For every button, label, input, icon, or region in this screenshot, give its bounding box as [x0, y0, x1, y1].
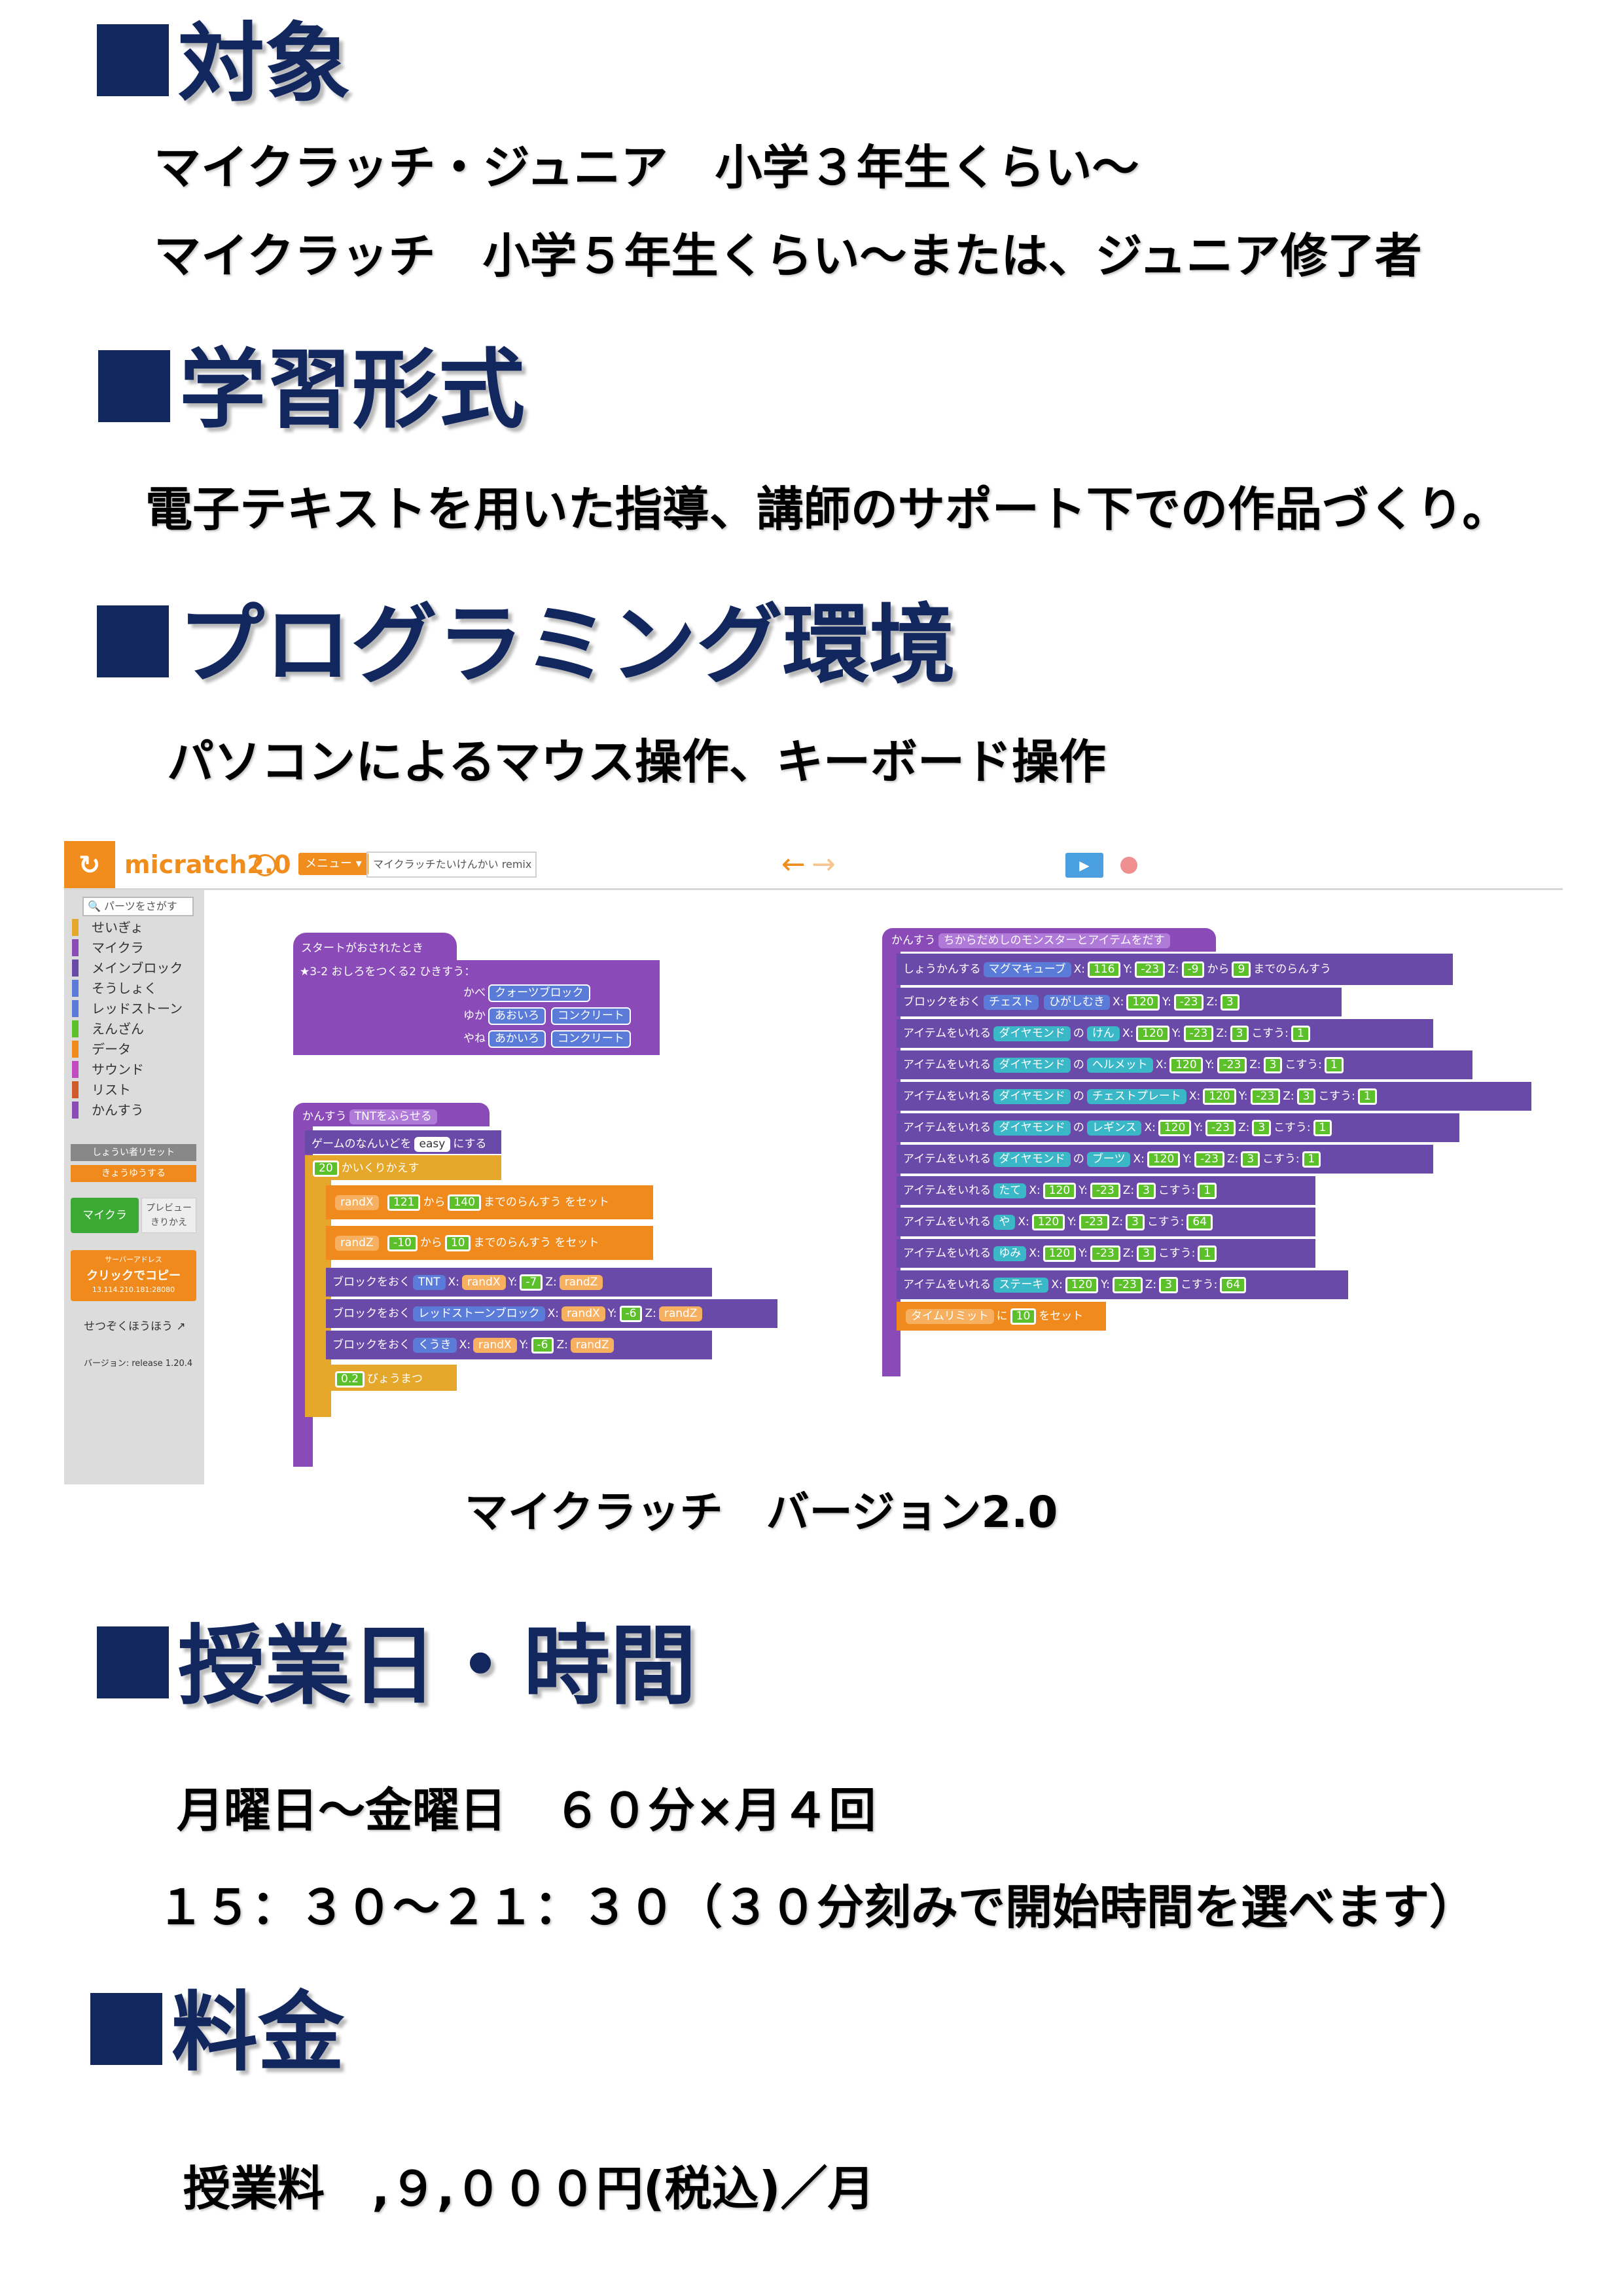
category-item[interactable]: せいぎょ: [72, 918, 143, 937]
category-color-swatch: [72, 1041, 79, 1058]
logo-icon: ↻: [64, 841, 115, 888]
target-line-2: マイクラッチ 小学５年生くらい〜または、ジュニア修了者: [154, 228, 1422, 283]
heading-target: 対象: [97, 21, 351, 107]
fee-line-1: 授業料 ,９,０００円(税込)／月: [183, 2161, 875, 2216]
category-color-swatch: [72, 1102, 79, 1119]
category-item[interactable]: そうしょく: [72, 978, 157, 998]
schedule-line-2: １５：３０〜２１：３０（３０分刻みで開始時間を選べます）: [157, 1880, 1477, 1935]
category-item[interactable]: レッドストーン: [72, 999, 183, 1018]
category-color-swatch: [72, 1020, 79, 1037]
script1-line1: ★3-2 おしろをつくる2 ひきすう：: [300, 965, 476, 978]
heading-fee: 料金: [90, 1990, 344, 2076]
screenshot-caption: マイクラッチ バージョン2.0: [465, 1487, 1058, 1537]
stop-button[interactable]: [1120, 857, 1137, 874]
category-item[interactable]: データ: [72, 1039, 131, 1059]
square-bullet-icon: [97, 24, 169, 96]
category-color-swatch: [72, 980, 79, 997]
heading-schedule: 授業日・時間: [97, 1623, 696, 1710]
category-color-swatch: [72, 919, 79, 936]
redo-icon[interactable]: →: [812, 848, 836, 881]
heading-schedule-text: 授業日・時間: [178, 1616, 696, 1717]
heading-learning: 学習形式: [98, 347, 525, 433]
menu-button[interactable]: メニュー ▾: [298, 853, 368, 875]
play-button[interactable]: ▶: [1065, 853, 1103, 878]
learning-line-1: 電子テキストを用いた指導、講師のサポート下での作品づくり。: [145, 482, 1510, 537]
heading-env-text: プログラミング環境: [178, 595, 955, 696]
category-item[interactable]: リスト: [72, 1080, 131, 1100]
hat-block-label: スタートがおされたとき: [301, 942, 423, 955]
category-item[interactable]: かんすう: [72, 1100, 144, 1120]
square-bullet-icon: [97, 605, 169, 677]
target-line-1: マイクラッチ・ジュニア 小学３年生くらい〜: [154, 140, 1139, 195]
script1-row: ゆかあおいろコンクリート: [463, 1007, 653, 1025]
version-text: バージョン: release 1.20.4: [84, 1359, 193, 1369]
external-link-icon: ↗: [176, 1320, 186, 1333]
hat-block[interactable]: [293, 933, 457, 961]
connection-help-link[interactable]: せつぞくほうほう ↗: [84, 1320, 186, 1333]
category-color-swatch: [72, 1081, 79, 1098]
category-color-swatch: [72, 960, 79, 977]
reset-button[interactable]: しょうい者リセット: [71, 1144, 196, 1161]
schedule-line-1: 月曜日〜金曜日 ６０分×月４回: [177, 1783, 876, 1838]
category-color-swatch: [72, 1000, 79, 1017]
square-bullet-icon: [97, 1626, 169, 1698]
minecraft-button[interactable]: マイクラ: [71, 1198, 139, 1233]
function-hat-block-2[interactable]: かんすうちからだめしのモンスターとアイテムをだす: [882, 928, 1216, 952]
server-address: 13.114.210.181:28080: [92, 1285, 175, 1294]
heading-fee-text: 料金: [171, 1982, 344, 2083]
script1-body[interactable]: ★3-2 おしろをつくる2 ひきすう： かべクォーツブロック ゆかあおいろコンク…: [293, 960, 660, 1055]
category-item[interactable]: えんざん: [72, 1019, 144, 1039]
category-item[interactable]: メインブロック: [72, 958, 183, 978]
heading-env: プログラミング環境: [97, 602, 955, 689]
script1-row: かべクォーツブロック: [463, 984, 653, 1002]
square-bullet-icon: [90, 1993, 162, 2065]
category-item[interactable]: マイクラ: [72, 938, 144, 958]
heading-target-text: 対象: [178, 14, 351, 115]
category-color-swatch: [72, 939, 79, 956]
script1-row: やねあかいろコンクリート: [463, 1030, 653, 1048]
micratch-screenshot: ↻ micratch2.0 メニュー ▾ マイクラッチたいけんかい remix …: [64, 841, 1563, 1484]
copy-label: クリックでコピー: [86, 1269, 181, 1283]
env-line-1: パソコンによるマウス操作、キーボード操作: [167, 734, 1106, 789]
category-color-swatch: [72, 1061, 79, 1078]
preview-toggle-button[interactable]: プレビュー きりかえ: [141, 1198, 196, 1233]
category-item[interactable]: サウンド: [72, 1060, 144, 1079]
square-bullet-icon: [98, 350, 170, 422]
sidebar: 🔍 パーツをさがす せいぎょ マイクラ メインブロック そうしょく レッドストー…: [64, 890, 204, 1484]
server-label: サーバーアドレス: [105, 1255, 162, 1264]
server-address-box[interactable]: サーバーアドレス クリックでコピー 13.114.210.181:28080: [71, 1250, 196, 1301]
project-name-field[interactable]: マイクラッチたいけんかい remix: [366, 852, 537, 878]
search-input[interactable]: 🔍 パーツをさがす: [82, 897, 194, 916]
app-toolbar: ↻ micratch2.0 メニュー ▾ マイクラッチたいけんかい remix …: [64, 841, 1563, 890]
share-button[interactable]: きょうゆうする: [71, 1165, 196, 1182]
undo-icon[interactable]: ←: [781, 848, 806, 881]
globe-icon[interactable]: [254, 854, 276, 876]
heading-learning-text: 学習形式: [179, 340, 525, 440]
